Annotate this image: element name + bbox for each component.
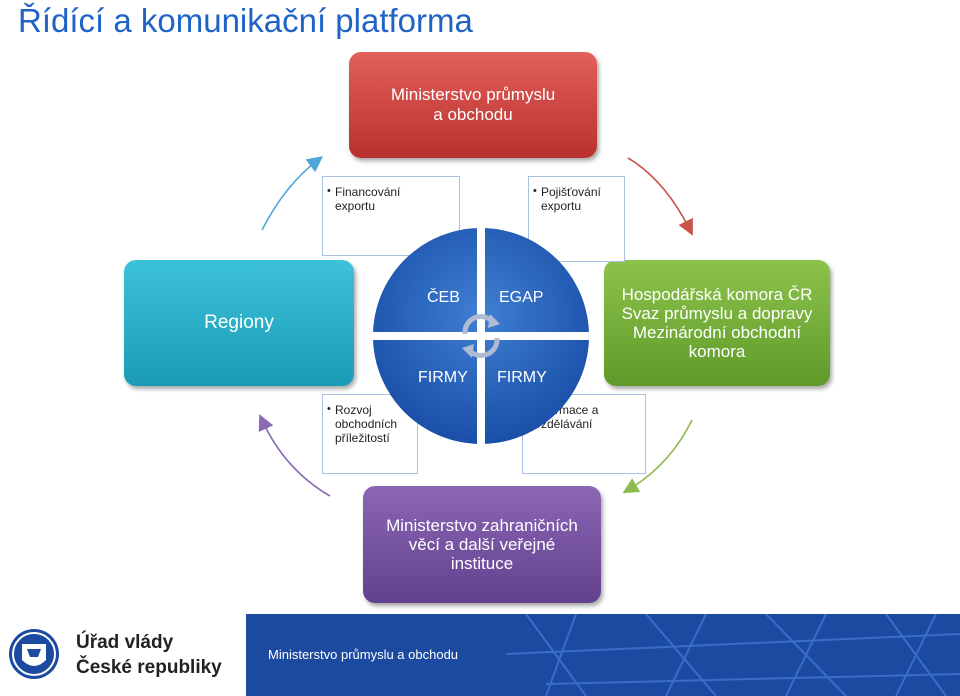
circle-label-firms-left: FIRMY: [418, 369, 468, 386]
org-name-line1: Úřad vlády: [76, 632, 174, 653]
note-insurance: • Pojišťování exportu: [528, 176, 625, 262]
circle-label-firms-right: FIRMY: [497, 369, 547, 386]
left-box-regions: Regiony: [124, 260, 354, 386]
refresh-icon: [462, 314, 500, 358]
circle-label-ceb: ČEB: [427, 289, 460, 306]
note-line: exportu: [541, 199, 582, 213]
page-title: Řídící a komunikační platforma: [18, 2, 473, 39]
note-line: Financování: [335, 185, 401, 199]
right-box-line: Hospodářská komora ČR: [621, 285, 813, 304]
arrow-top-to-right: [627, 157, 693, 236]
bullet: •: [533, 185, 537, 197]
bullet: •: [527, 403, 531, 415]
right-box-line: Mezinárodní obchodní: [632, 323, 802, 342]
bottom-box-line: Ministerstvo zahraničních: [386, 516, 578, 535]
footer-ministry-text: Ministerstvo průmyslu a obchodu: [268, 647, 459, 662]
note-line: obchodních: [335, 417, 398, 431]
circle-divider-horizontal: [368, 332, 594, 340]
circle-divider-vertical: [477, 222, 485, 450]
note-line: Informace a: [535, 403, 599, 417]
note-line: vzdělávání: [535, 417, 593, 431]
government-emblem-icon: [9, 629, 59, 679]
footer-decoration: [505, 614, 960, 696]
bottom-box-foreign-ministry: Ministerstvo zahraničních věcí a další v…: [363, 486, 601, 603]
note-line: Rozvoj: [335, 403, 372, 417]
top-box-ministry: Ministerstvo průmyslu a obchodu: [349, 52, 597, 158]
note-line: příležitostí: [335, 431, 390, 445]
refresh-arrow-head: [488, 314, 500, 328]
right-box-line: komora: [688, 342, 746, 361]
top-box-line: Ministerstvo průmyslu: [390, 85, 556, 104]
footer-logo-area: Úřad vlády České republiky: [0, 614, 246, 696]
arrow-bottom-to-left: [258, 414, 331, 497]
footer-band: Ministerstvo průmyslu a obchodu: [246, 614, 960, 696]
right-box-line: Svaz průmyslu a dopravy: [621, 304, 813, 323]
note-line: exportu: [335, 199, 376, 213]
top-box-line: a obchodu: [433, 105, 513, 124]
bullet: •: [327, 185, 331, 197]
circle-label-egap: EGAP: [499, 289, 544, 306]
org-name-line2: České republiky: [76, 657, 222, 678]
arrow-left-to-top: [261, 156, 324, 231]
bullet: •: [327, 403, 331, 415]
note-financing: • Financování exportu: [322, 176, 460, 256]
note-line: Pojišťování: [541, 185, 601, 199]
refresh-arrow-head: [462, 344, 474, 358]
bottom-box-line: instituce: [450, 554, 514, 573]
note-information: • Informace a vzdělávání: [522, 394, 646, 474]
left-box-label: Regiony: [204, 312, 274, 333]
bottom-box-line: věcí a další veřejné: [408, 535, 556, 554]
note-opportunities: • Rozvoj obchodních příležitostí: [322, 394, 418, 474]
right-box-chambers: Hospodářská komora ČR Svaz průmyslu a do…: [604, 260, 830, 386]
